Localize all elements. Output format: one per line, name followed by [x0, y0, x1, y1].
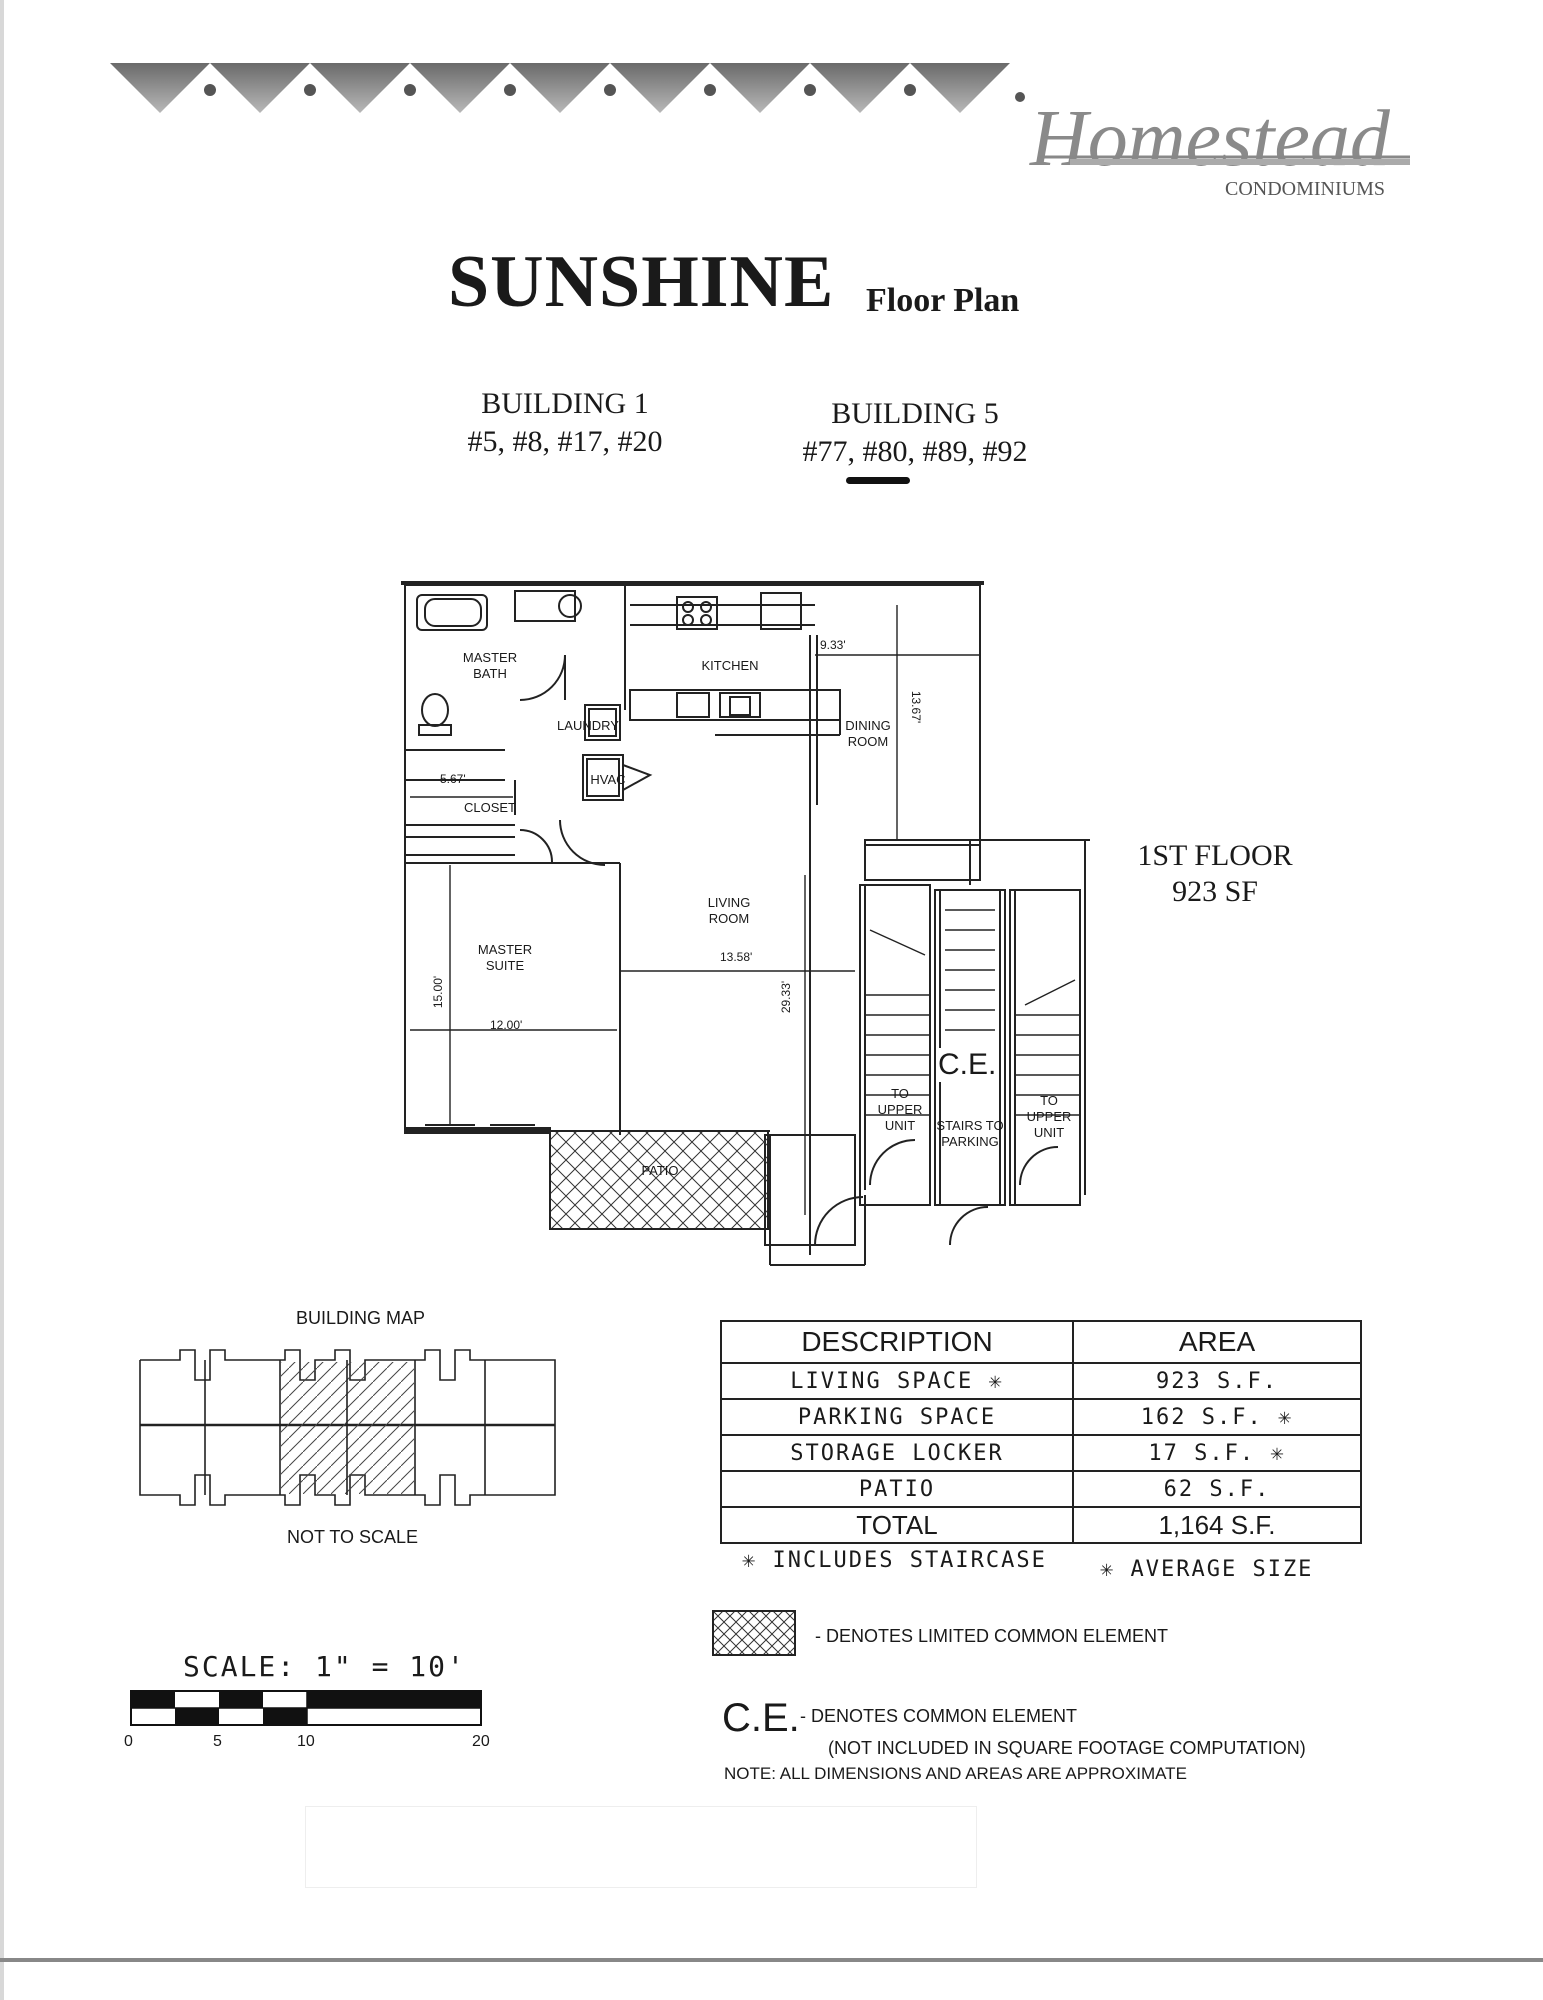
room-closet: CLOSET — [463, 800, 516, 815]
room-patio: PATIO — [641, 1163, 679, 1178]
row-description: STORAGE LOCKER — [720, 1434, 1074, 1472]
row-description: PARKING SPACE — [720, 1398, 1074, 1436]
logo-underline — [1040, 155, 1410, 165]
table-row: LIVING SPACE ✳ 923 S.F. — [720, 1362, 1362, 1400]
total-description: TOTAL — [720, 1506, 1074, 1544]
scan-artifact — [305, 1806, 977, 1888]
room-to-upper-left: TO UPPER UNIT — [877, 1086, 923, 1133]
footnote-includes-staircase: ✳ INCLUDES STAIRCASE — [742, 1548, 1047, 1573]
scan-edge — [0, 0, 4, 2000]
room-master-suite: MASTER SUITE — [477, 942, 533, 973]
area-table: DESCRIPTION AREA LIVING SPACE ✳ 923 S.F.… — [720, 1320, 1362, 1544]
building-map-title: BUILDING MAP — [296, 1308, 426, 1328]
building-5-name: BUILDING 5 — [831, 397, 999, 430]
scale-tick-20: 20 — [472, 1733, 490, 1750]
table-total-row: TOTAL 1,164 S.F. — [720, 1506, 1362, 1544]
room-master-bath: MASTER BATH — [462, 650, 518, 681]
triangle-border — [110, 63, 1025, 113]
header-banner: Homestead CONDOMINIUMS — [110, 63, 1410, 200]
dim-dining-width: 9.33' — [820, 638, 846, 652]
room-living: LIVING ROOM — [707, 895, 751, 926]
row-area: 923 S.F. — [1072, 1362, 1362, 1400]
unit-underline-mark — [846, 477, 910, 484]
room-ce: C.E. — [936, 1048, 999, 1082]
page-bottom-edge — [0, 1958, 1543, 1962]
legend-note: NOTE: ALL DIMENSIONS AND AREAS ARE APPRO… — [724, 1764, 1187, 1783]
room-hvac: HVAC — [590, 772, 626, 787]
scale-tick-0: 0 — [124, 1733, 133, 1750]
page-subtitle: Floor Plan — [866, 282, 1020, 319]
row-description: PATIO — [720, 1470, 1074, 1508]
row-description: LIVING SPACE ✳ — [720, 1362, 1074, 1400]
room-kitchen: KITCHEN — [701, 658, 759, 673]
floor-level: 1ST FLOOR — [1137, 839, 1293, 872]
legend-ce-symbol: C.E. — [722, 1696, 800, 1740]
building-1-units: #5, #8, #17, #20 — [467, 425, 663, 458]
building-5-units: #77, #80, #89, #92 — [802, 435, 1028, 468]
brand-sub: CONDOMINIUMS — [1225, 178, 1385, 200]
lce-hatch-swatch — [712, 1610, 796, 1656]
row-area: 62 S.F. — [1072, 1470, 1362, 1508]
legend-ce-line2: (NOT INCLUDED IN SQUARE FOOTAGE COMPUTAT… — [828, 1738, 1306, 1758]
footnote-average-size: ✳ AVERAGE SIZE — [1100, 1557, 1314, 1582]
room-to-upper-right: TO UPPER UNIT — [1026, 1093, 1072, 1140]
room-stairs-parking: STAIRS TO PARKING — [936, 1118, 1004, 1149]
dim-living-width: 13.58' — [720, 950, 753, 964]
floor-plan — [401, 581, 1090, 1266]
building-1-name: BUILDING 1 — [481, 387, 649, 420]
room-dining: DINING ROOM — [845, 718, 891, 749]
scale-label: SCALE: 1" = 10' — [183, 1650, 466, 1683]
room-laundry: LAUNDRY — [557, 718, 619, 733]
total-area: 1,164 S.F. — [1072, 1506, 1362, 1544]
building-map-note: NOT TO SCALE — [287, 1527, 419, 1547]
row-area: 17 S.F. ✳ — [1072, 1434, 1362, 1472]
legend-lce: - DENOTES LIMITED COMMON ELEMENT — [815, 1626, 1169, 1646]
patio-hatch — [549, 1130, 769, 1230]
brand-name: Homestead — [1029, 95, 1391, 183]
building-1: BUILDING 1 #5, #8, #17, #20 — [445, 385, 685, 461]
dim-living-height: 29.33' — [779, 980, 794, 1014]
area-table-header: DESCRIPTION AREA — [720, 1320, 1362, 1364]
scale-tick-5: 5 — [213, 1733, 222, 1750]
scale-tick-10: 10 — [297, 1733, 315, 1750]
dim-suite-height: 15.00' — [431, 975, 446, 1009]
header-area: AREA — [1072, 1320, 1362, 1364]
table-row: PATIO 62 S.F. — [720, 1470, 1362, 1508]
floor-area: 923 SF — [1172, 875, 1258, 908]
dim-suite-width: 12.00' — [490, 1018, 523, 1032]
floor-label: 1ST FLOOR 923 SF — [1115, 838, 1315, 910]
dim-closet-width: 5.67' — [440, 772, 466, 786]
page-title: SUNSHINE — [448, 241, 835, 323]
table-row: STORAGE LOCKER 17 S.F. ✳ — [720, 1434, 1362, 1472]
legend-ce-line1: - DENOTES COMMON ELEMENT — [800, 1706, 1078, 1726]
building-5: BUILDING 5 #77, #80, #89, #92 — [780, 395, 1050, 471]
table-row: PARKING SPACE 162 S.F. ✳ — [720, 1398, 1362, 1436]
dim-dining-height: 13.67' — [909, 690, 924, 724]
scale-bar — [130, 1690, 482, 1726]
header-description: DESCRIPTION — [720, 1320, 1074, 1364]
building-map — [139, 1349, 556, 1506]
row-area: 162 S.F. ✳ — [1072, 1398, 1362, 1436]
